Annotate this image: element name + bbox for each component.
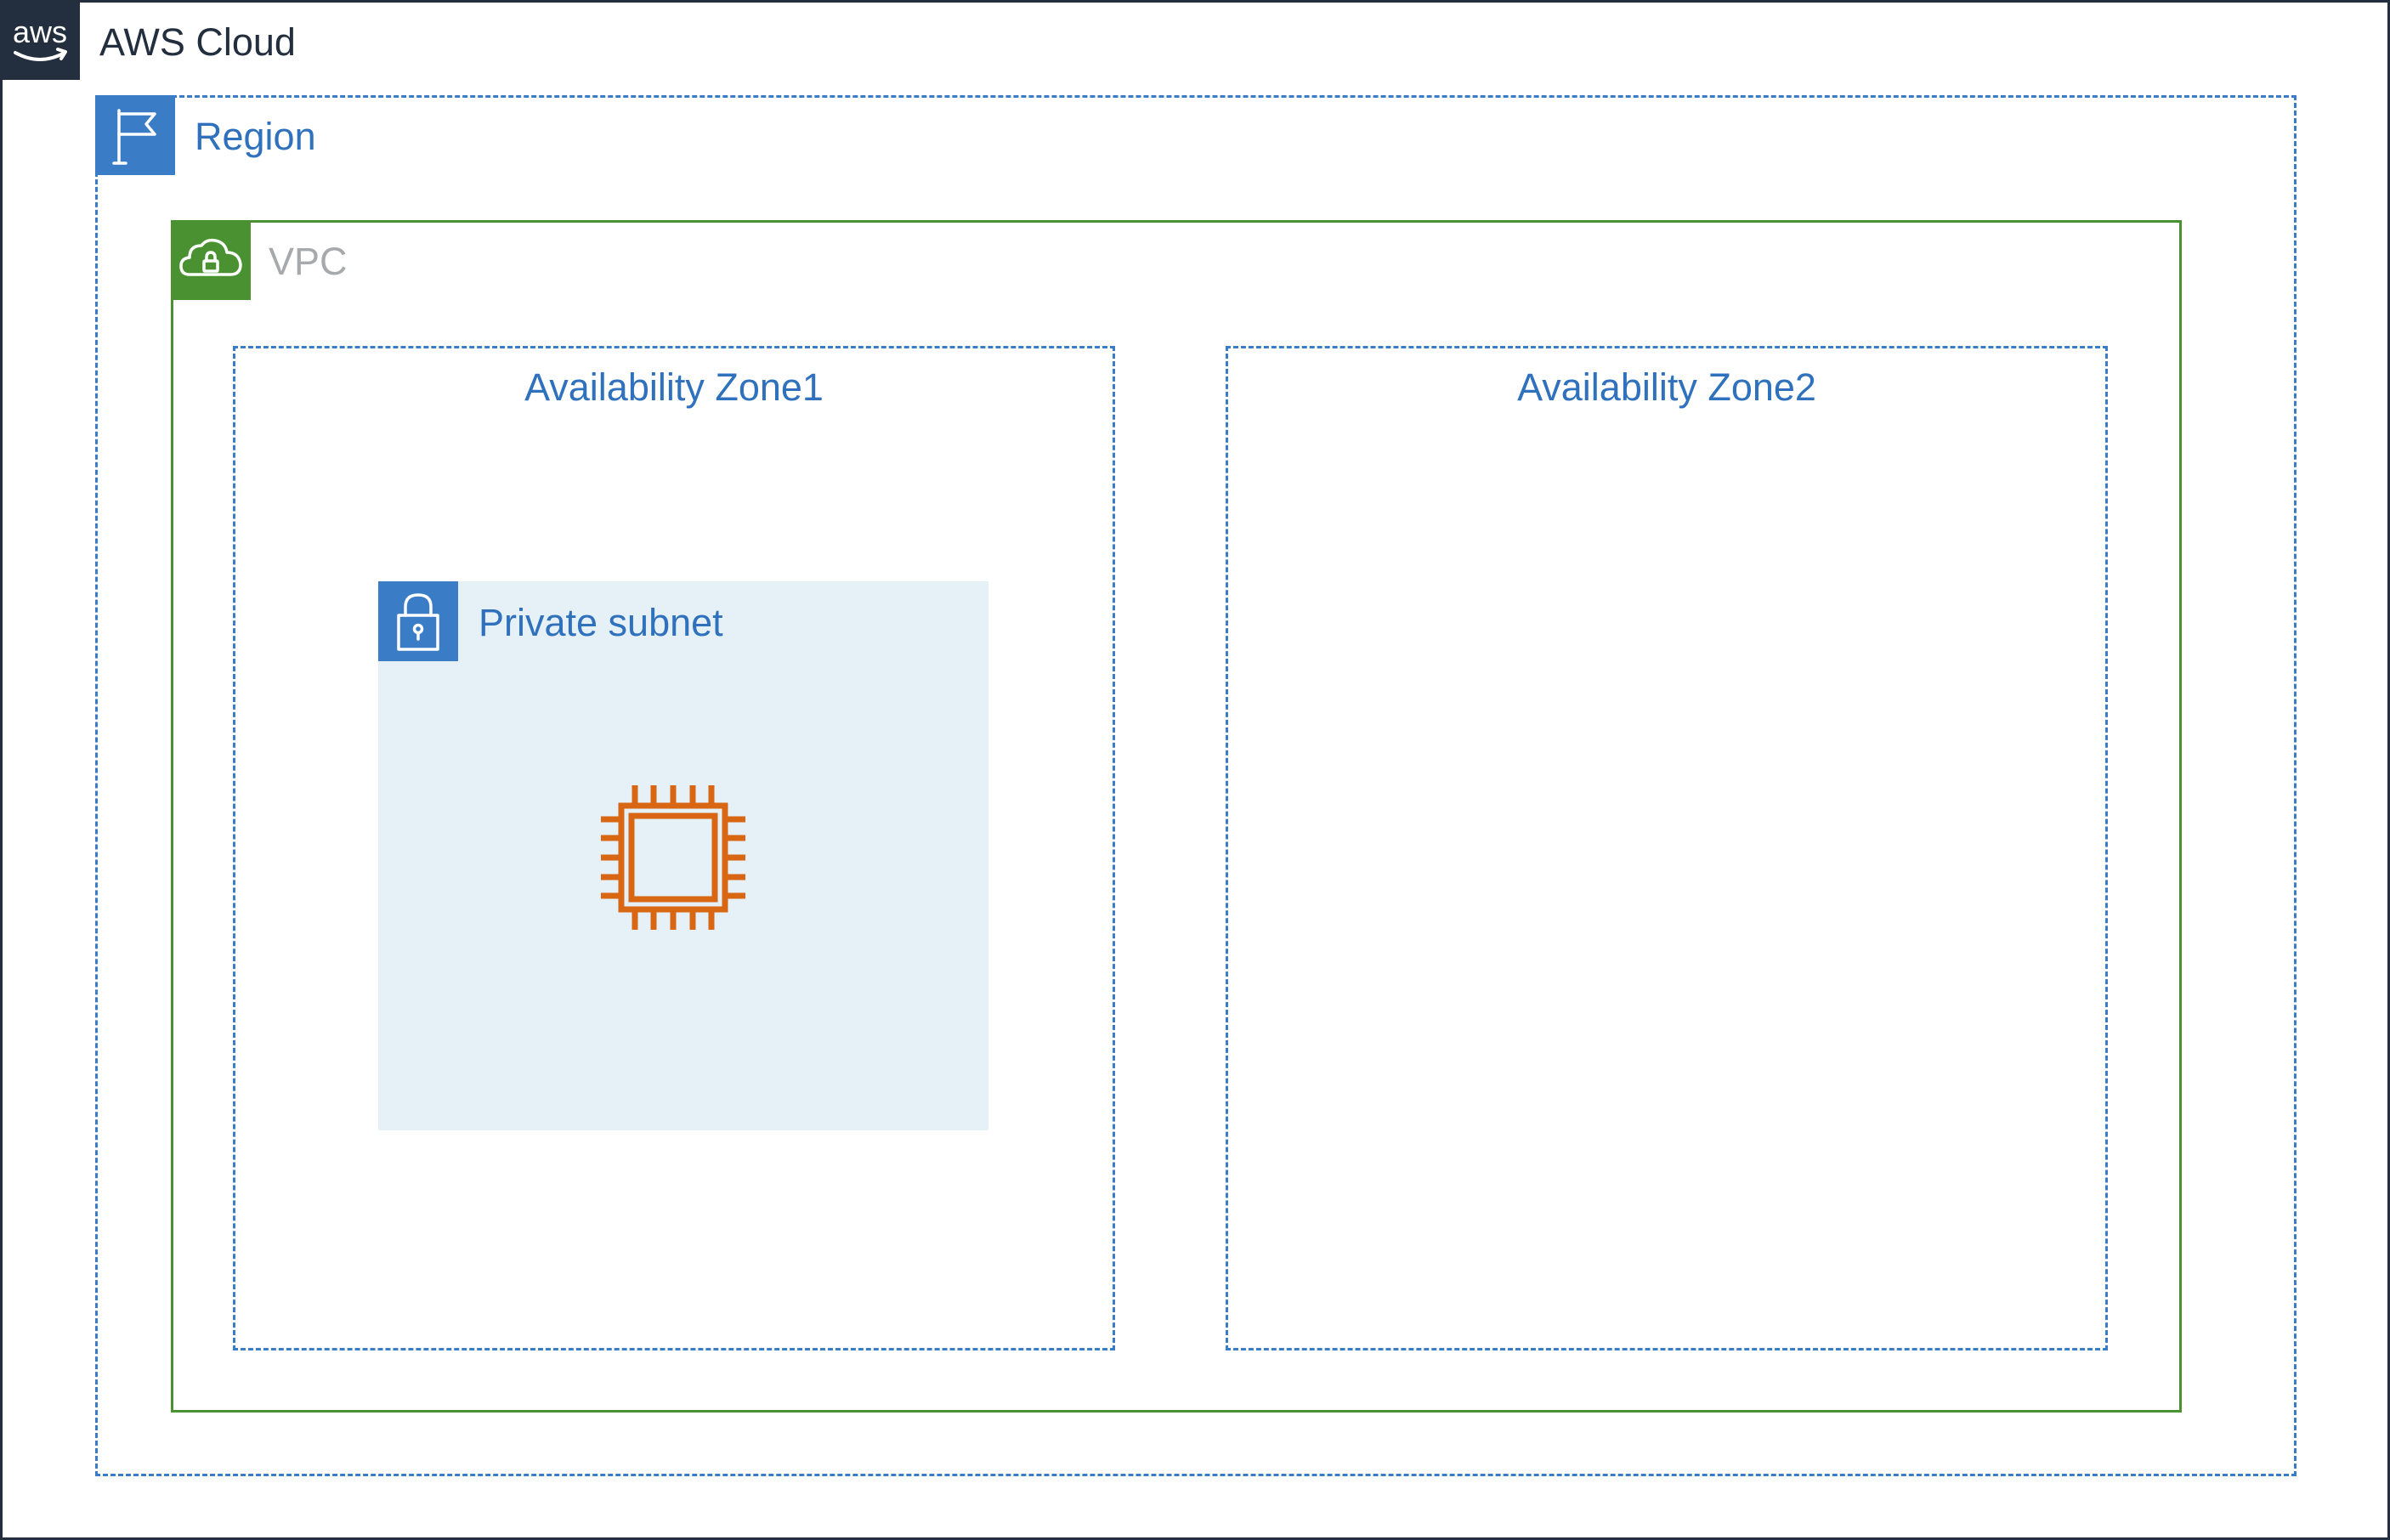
region-group [95,95,2297,1476]
aws-logo-icon: aws [0,0,80,80]
private-subnet [378,581,988,1130]
availability-zone-2 [1226,346,2108,1350]
vpc-label: VPC [269,240,348,283]
region-label: Region [195,115,316,158]
availability-zone-1 [233,346,1115,1350]
ec2-instance-chip-icon [594,778,752,937]
private-subnet-label: Private subnet [479,601,723,644]
cloud-lock-icon [171,220,251,300]
availability-zone-2-label: Availability Zone2 [1517,365,1816,409]
vpc-group [171,220,2182,1413]
padlock-icon [378,581,458,661]
aws-cloud-label: AWS Cloud [99,20,296,64]
aws-logo-text: aws [13,14,67,49]
availability-zone-1-label: Availability Zone1 [524,365,824,409]
flag-icon [95,95,175,175]
